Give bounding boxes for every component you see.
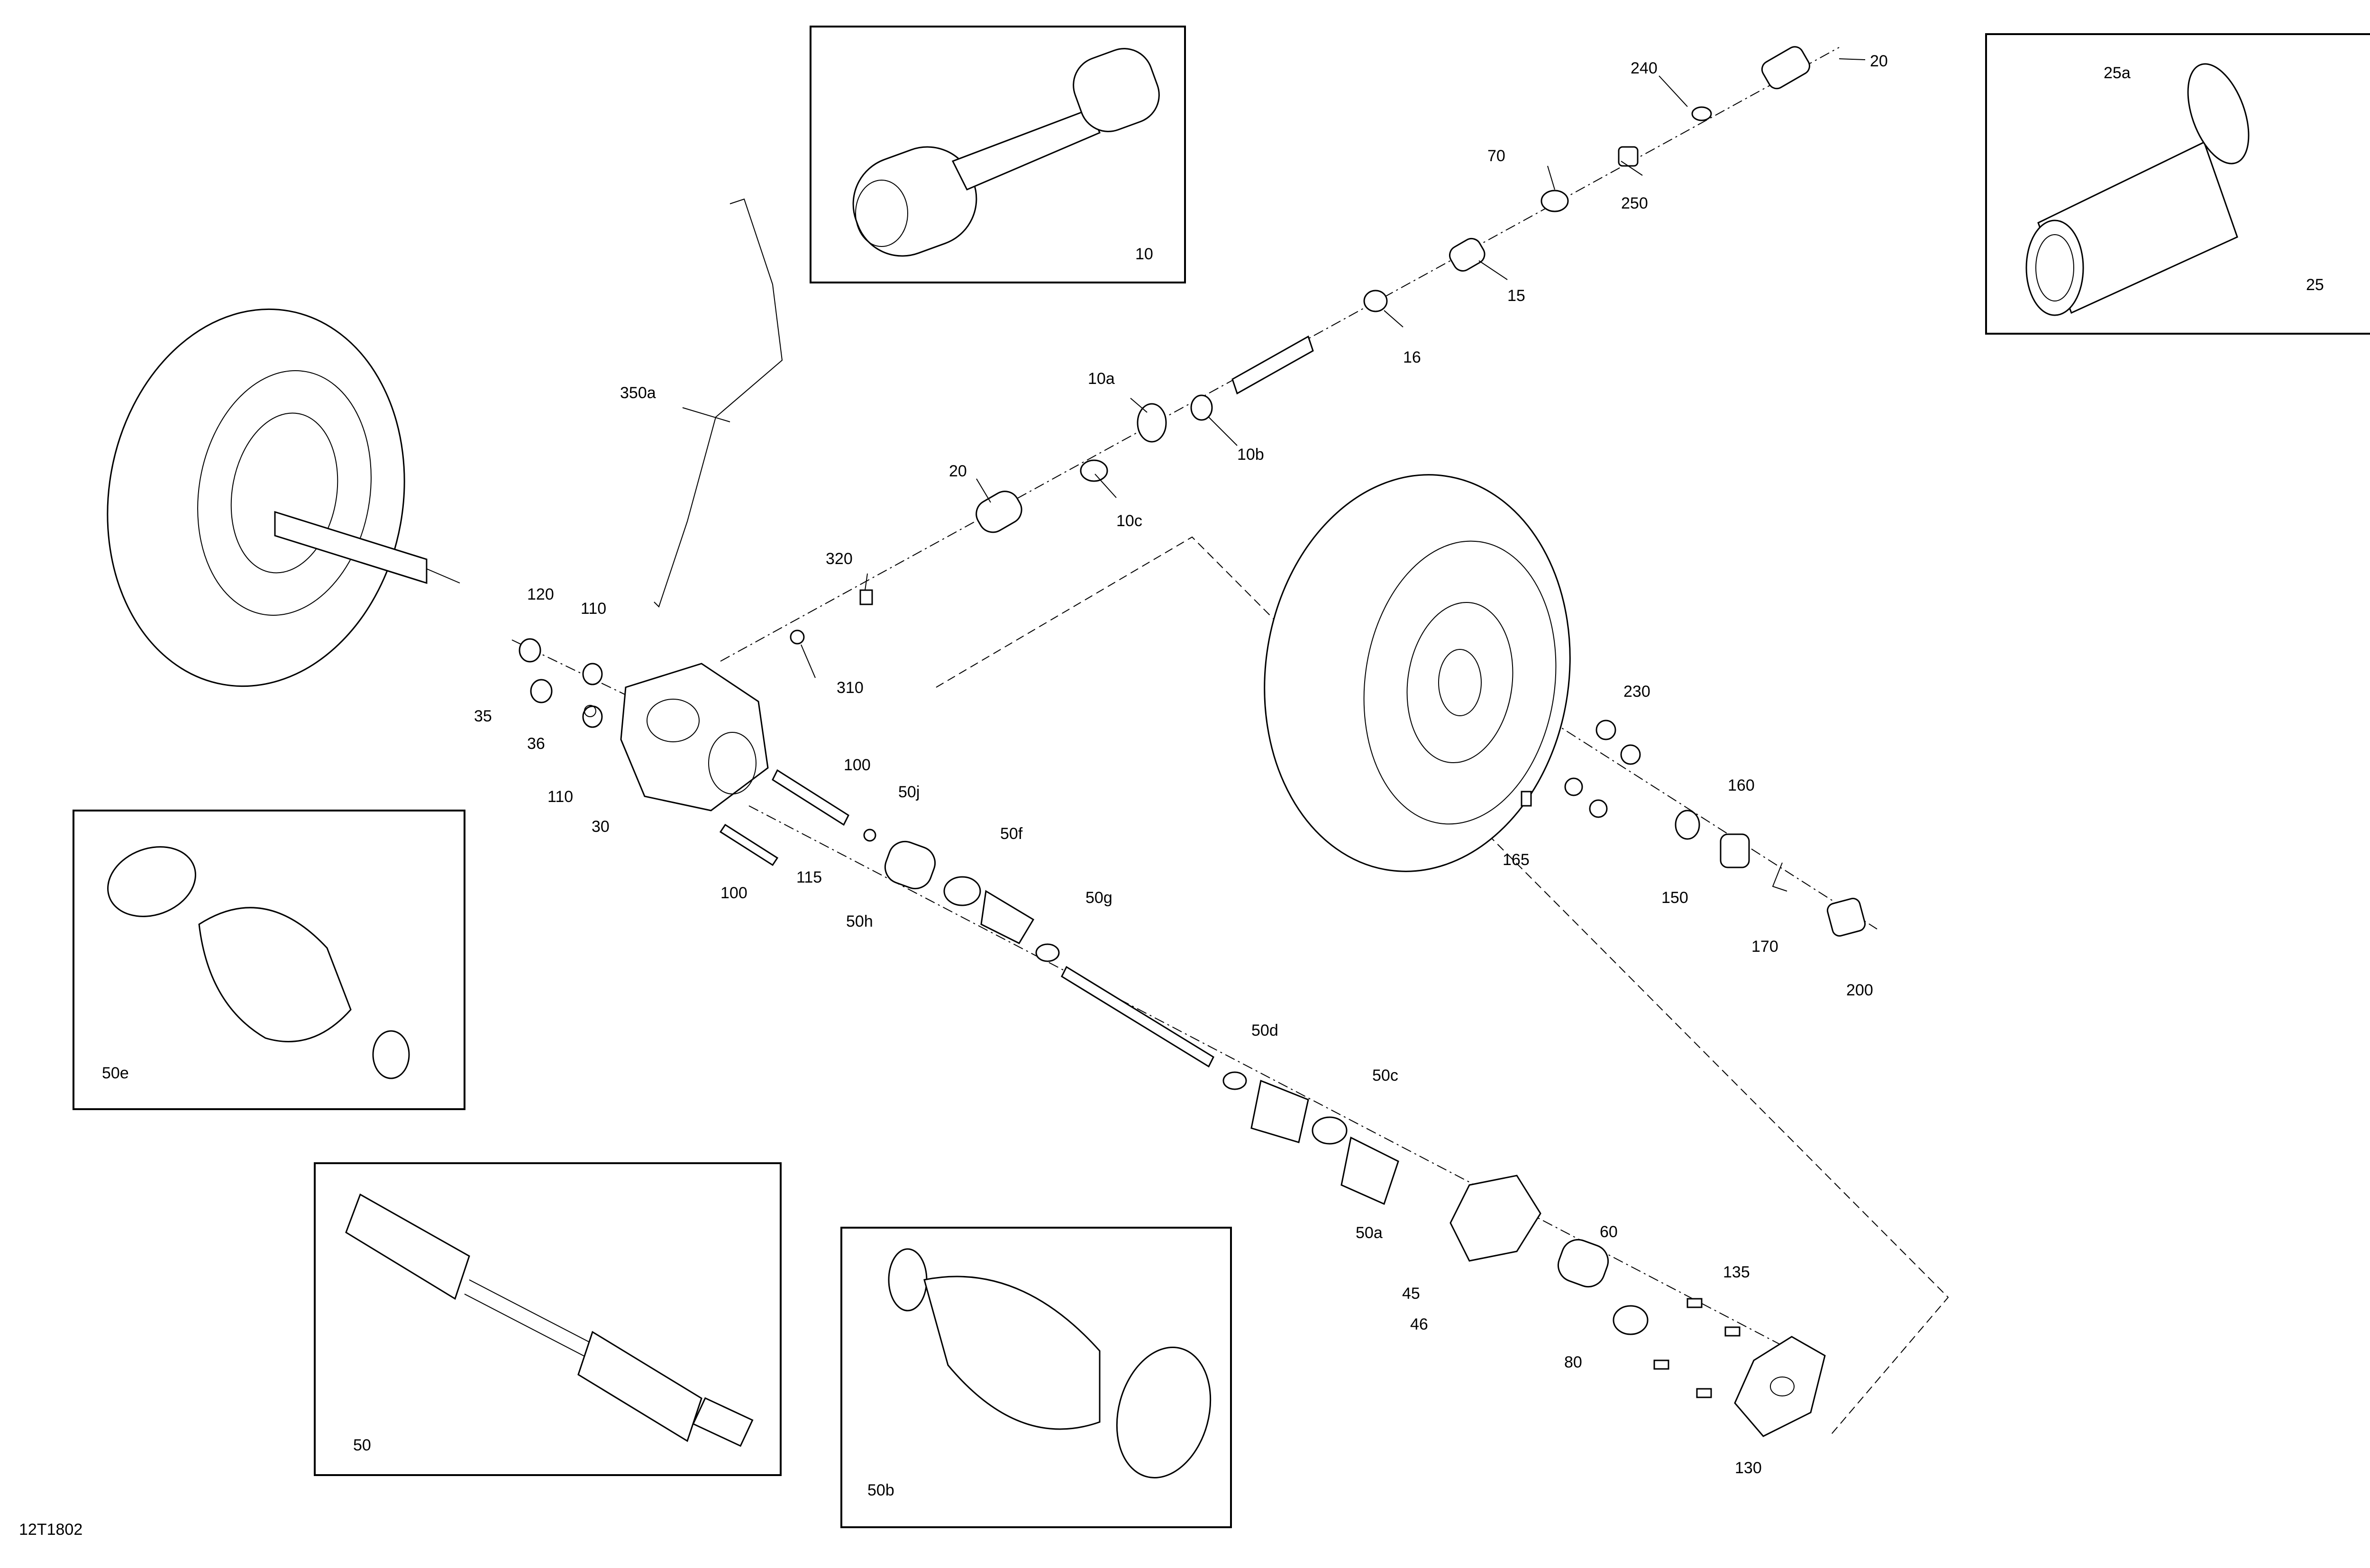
drive-axle-illustration bbox=[345, 1193, 754, 1447]
callout-50b: 50b bbox=[867, 1481, 894, 1499]
inset-frame-25 bbox=[1985, 33, 2370, 335]
callout-70: 70 bbox=[1487, 147, 1505, 165]
bearing-illustration bbox=[2025, 63, 2250, 316]
boot-kit-b-illustration bbox=[888, 1248, 1212, 1478]
inset-frame-50b bbox=[840, 1227, 1232, 1528]
differential-housing-illustration bbox=[620, 663, 769, 811]
callout-110-top: 110 bbox=[581, 600, 606, 618]
callout-10b: 10b bbox=[1237, 446, 1264, 464]
callout-230: 230 bbox=[1623, 683, 1650, 701]
callout-310: 310 bbox=[837, 679, 864, 697]
callout-250: 250 bbox=[1621, 194, 1648, 212]
callout-80: 80 bbox=[1564, 1353, 1582, 1371]
wheel-hardware-parts bbox=[1521, 720, 1866, 937]
callout-165: 165 bbox=[1503, 851, 1530, 869]
callout-50f: 50f bbox=[1000, 825, 1023, 843]
callout-30: 30 bbox=[592, 818, 610, 836]
callout-100-bottom: 100 bbox=[720, 884, 747, 902]
callout-200: 200 bbox=[1846, 981, 1873, 999]
inset-frame-50 bbox=[314, 1162, 782, 1476]
axis-line-lower bbox=[748, 805, 1811, 1361]
callout-36: 36 bbox=[527, 735, 545, 753]
callout-15: 15 bbox=[1507, 287, 1525, 305]
callout-10: 10 bbox=[1135, 245, 1153, 263]
left-wheel-illustration bbox=[107, 308, 460, 687]
inset-frame-10 bbox=[810, 26, 1186, 283]
axis-line-hub bbox=[1550, 720, 1878, 930]
callout-100-top: 100 bbox=[844, 756, 871, 774]
upper-axis-parts bbox=[519, 46, 1810, 728]
callout-50c: 50c bbox=[1372, 1067, 1398, 1085]
callout-50: 50 bbox=[353, 1436, 371, 1454]
callout-50g: 50g bbox=[1085, 889, 1112, 907]
callout-350a: 350a bbox=[620, 384, 656, 402]
right-wheel-illustration bbox=[1264, 474, 1571, 872]
lower-axis-parts bbox=[719, 769, 1399, 1205]
callout-135: 135 bbox=[1723, 1263, 1750, 1281]
callout-60: 60 bbox=[1600, 1223, 1618, 1241]
inset-frame-50e bbox=[73, 810, 465, 1110]
callout-20-top: 20 bbox=[1870, 52, 1888, 70]
callout-25: 25 bbox=[2306, 276, 2324, 294]
callout-35: 35 bbox=[474, 707, 492, 725]
boot-kit-illustration bbox=[107, 846, 410, 1079]
callout-130: 130 bbox=[1735, 1459, 1762, 1477]
callout-115: 115 bbox=[796, 868, 822, 886]
callout-25a: 25a bbox=[2104, 64, 2131, 82]
assembly-boundary-line bbox=[936, 536, 1949, 1437]
callout-160: 160 bbox=[1728, 776, 1755, 794]
callout-50j: 50j bbox=[898, 783, 920, 801]
callout-240: 240 bbox=[1631, 59, 1658, 77]
knuckle-hub-parts bbox=[1449, 1175, 1826, 1437]
callout-50e: 50e bbox=[102, 1064, 129, 1082]
callout-20-mid: 20 bbox=[949, 462, 967, 480]
callout-50h: 50h bbox=[846, 912, 873, 930]
callout-10c: 10c bbox=[1116, 512, 1142, 530]
callout-320: 320 bbox=[826, 550, 853, 568]
callout-46: 46 bbox=[1410, 1315, 1428, 1333]
callout-10a: 10a bbox=[1088, 370, 1115, 388]
callout-120: 120 bbox=[527, 585, 554, 603]
callout-45: 45 bbox=[1402, 1285, 1420, 1303]
callout-110-bottom: 110 bbox=[547, 788, 573, 806]
breather-tube-illustration bbox=[654, 198, 783, 608]
leader-lines bbox=[682, 58, 1866, 678]
callout-50a: 50a bbox=[1356, 1224, 1383, 1242]
drive-shaft-illustration bbox=[852, 48, 1160, 257]
callout-170: 170 bbox=[1751, 938, 1778, 956]
drawing-reference: 12T1802 bbox=[19, 1521, 82, 1539]
callout-150: 150 bbox=[1661, 889, 1688, 907]
callout-50d: 50d bbox=[1251, 1021, 1278, 1039]
callout-16: 16 bbox=[1403, 348, 1421, 366]
